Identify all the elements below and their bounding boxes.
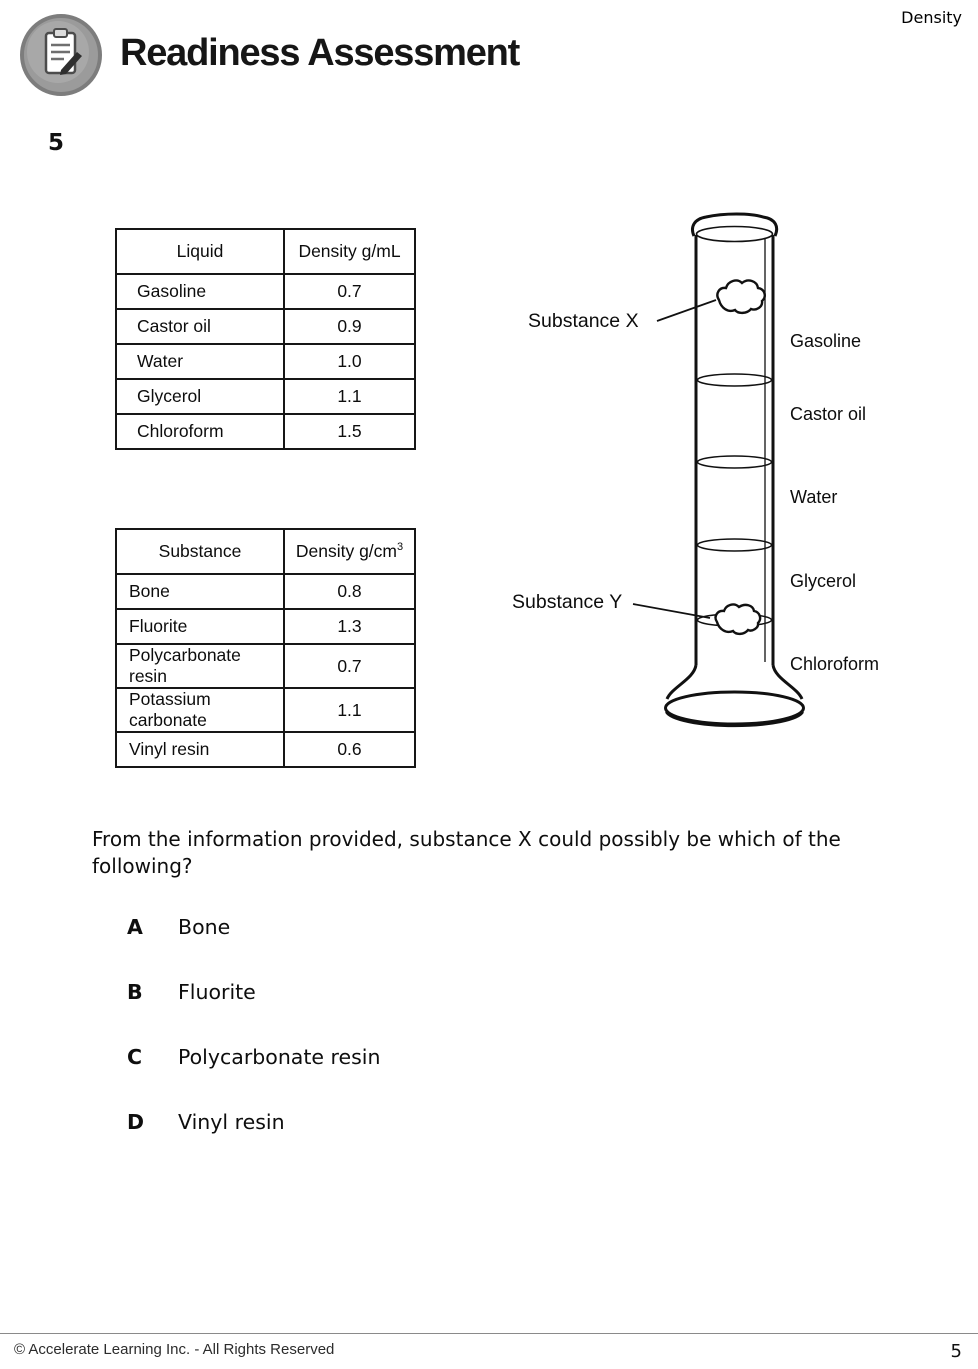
layer-label-chloroform: Chloroform: [790, 654, 879, 674]
copyright-text: © Accelerate Learning Inc. - All Rights …: [14, 1341, 335, 1358]
answer-option-d: D Vinyl resin: [127, 1110, 827, 1175]
header-superscript: 3: [397, 541, 404, 554]
layer-label-castor-oil: Castor oil: [790, 404, 866, 424]
layer-label-glycerol: Glycerol: [790, 571, 856, 591]
table-row: Fluorite 1.3: [115, 608, 416, 645]
table-row: Vinyl resin 0.6: [115, 731, 416, 768]
substance-y-label: Substance Y: [512, 591, 622, 613]
page-corner-label: Density: [901, 8, 962, 27]
liquid-column-header: Liquid: [115, 228, 285, 275]
substance-x-label: Substance X: [528, 310, 639, 332]
option-letter: A: [127, 915, 143, 939]
substance-name-cell: Fluorite: [115, 608, 285, 645]
table-row: Castor oil 0.9: [115, 308, 416, 345]
substance-name-cell: Polycarbonate resin: [115, 643, 285, 689]
substance-density-cell: 0.7: [283, 643, 416, 689]
liquid-name-cell: Glycerol: [115, 378, 285, 415]
page-title: Readiness Assessment: [120, 32, 520, 74]
liquid-density-cell: 0.7: [283, 273, 416, 310]
substance-x-blob: [716, 279, 766, 315]
density-gcm3-column-header: Density g/cm3: [283, 528, 416, 575]
liquid-name-cell: Castor oil: [115, 308, 285, 345]
option-text: Fluorite: [178, 980, 256, 1004]
liquid-density-cell: 1.0: [283, 343, 416, 380]
option-text: Polycarbonate resin: [178, 1045, 381, 1069]
layer-boundary: [696, 455, 773, 469]
answer-option-a: A Bone: [127, 915, 827, 980]
page-footer: © Accelerate Learning Inc. - All Rights …: [0, 1333, 978, 1362]
liquid-density-table: Liquid Density g/mL Gasoline 0.7 Castor …: [115, 228, 416, 450]
pencil-shape: [60, 52, 82, 75]
page-number: 5: [950, 1341, 962, 1362]
table-header-row: Liquid Density g/mL: [115, 228, 416, 275]
layer-label-water: Water: [790, 487, 837, 507]
substance-y-pointer-line: [632, 603, 711, 619]
substance-density-cell: 1.1: [283, 687, 416, 733]
substance-y-blob: [714, 603, 762, 636]
table-row: Water 1.0: [115, 343, 416, 380]
liquid-density-cell: 1.5: [283, 413, 416, 450]
cylinder-base: [664, 690, 805, 726]
substance-name-cell: Potassium carbonate: [115, 687, 285, 733]
layer-label-gasoline: Gasoline: [790, 331, 861, 351]
liquid-name-cell: Gasoline: [115, 273, 285, 310]
substance-density-cell: 0.8: [283, 573, 416, 610]
substance-density-cell: 1.3: [283, 608, 416, 645]
layer-boundary: [696, 538, 773, 552]
answer-option-b: B Fluorite: [127, 980, 827, 1045]
substance-name-cell: Bone: [115, 573, 285, 610]
question-number: 5: [48, 130, 65, 156]
substance-density-table: Substance Density g/cm3 Bone 0.8 Fluorit…: [115, 528, 416, 768]
table-header-row: Substance Density g/cm3: [115, 528, 416, 575]
table-row: Polycarbonate resin 0.7: [115, 643, 416, 689]
liquid-density-cell: 1.1: [283, 378, 416, 415]
substance-name-cell: Vinyl resin: [115, 731, 285, 768]
substance-density-cell: 0.6: [283, 731, 416, 768]
substance-column-header: Substance: [115, 528, 285, 575]
graduated-cylinder-diagram: Substance X Substance Y Gasoline Castor …: [512, 212, 879, 728]
liquid-name-cell: Water: [115, 343, 285, 380]
option-text: Bone: [178, 915, 231, 939]
liquid-name-cell: Chloroform: [115, 413, 285, 450]
question-text: From the information provided, substance…: [92, 827, 841, 878]
option-letter: C: [127, 1045, 143, 1069]
table-row: Bone 0.8: [115, 573, 416, 610]
option-text: Vinyl resin: [178, 1110, 285, 1134]
layer-boundary: [696, 373, 773, 387]
table-row: Gasoline 0.7: [115, 273, 416, 310]
substance-x-pointer-line: [656, 299, 717, 322]
answer-option-c: C Polycarbonate resin: [127, 1045, 827, 1110]
option-letter: B: [127, 980, 143, 1004]
option-letter: D: [127, 1110, 145, 1134]
liquid-density-cell: 0.9: [283, 308, 416, 345]
table-row: Potassium carbonate 1.1: [115, 687, 416, 733]
graduated-cylinder: [664, 212, 805, 728]
table-row: Glycerol 1.1: [115, 378, 416, 415]
density-gml-column-header: Density g/mL: [283, 228, 416, 275]
table-row: Chloroform 1.5: [115, 413, 416, 450]
readiness-assessment-icon: [20, 14, 102, 96]
answer-options: A Bone B Fluorite C Polycarbonate resin …: [127, 915, 827, 1175]
